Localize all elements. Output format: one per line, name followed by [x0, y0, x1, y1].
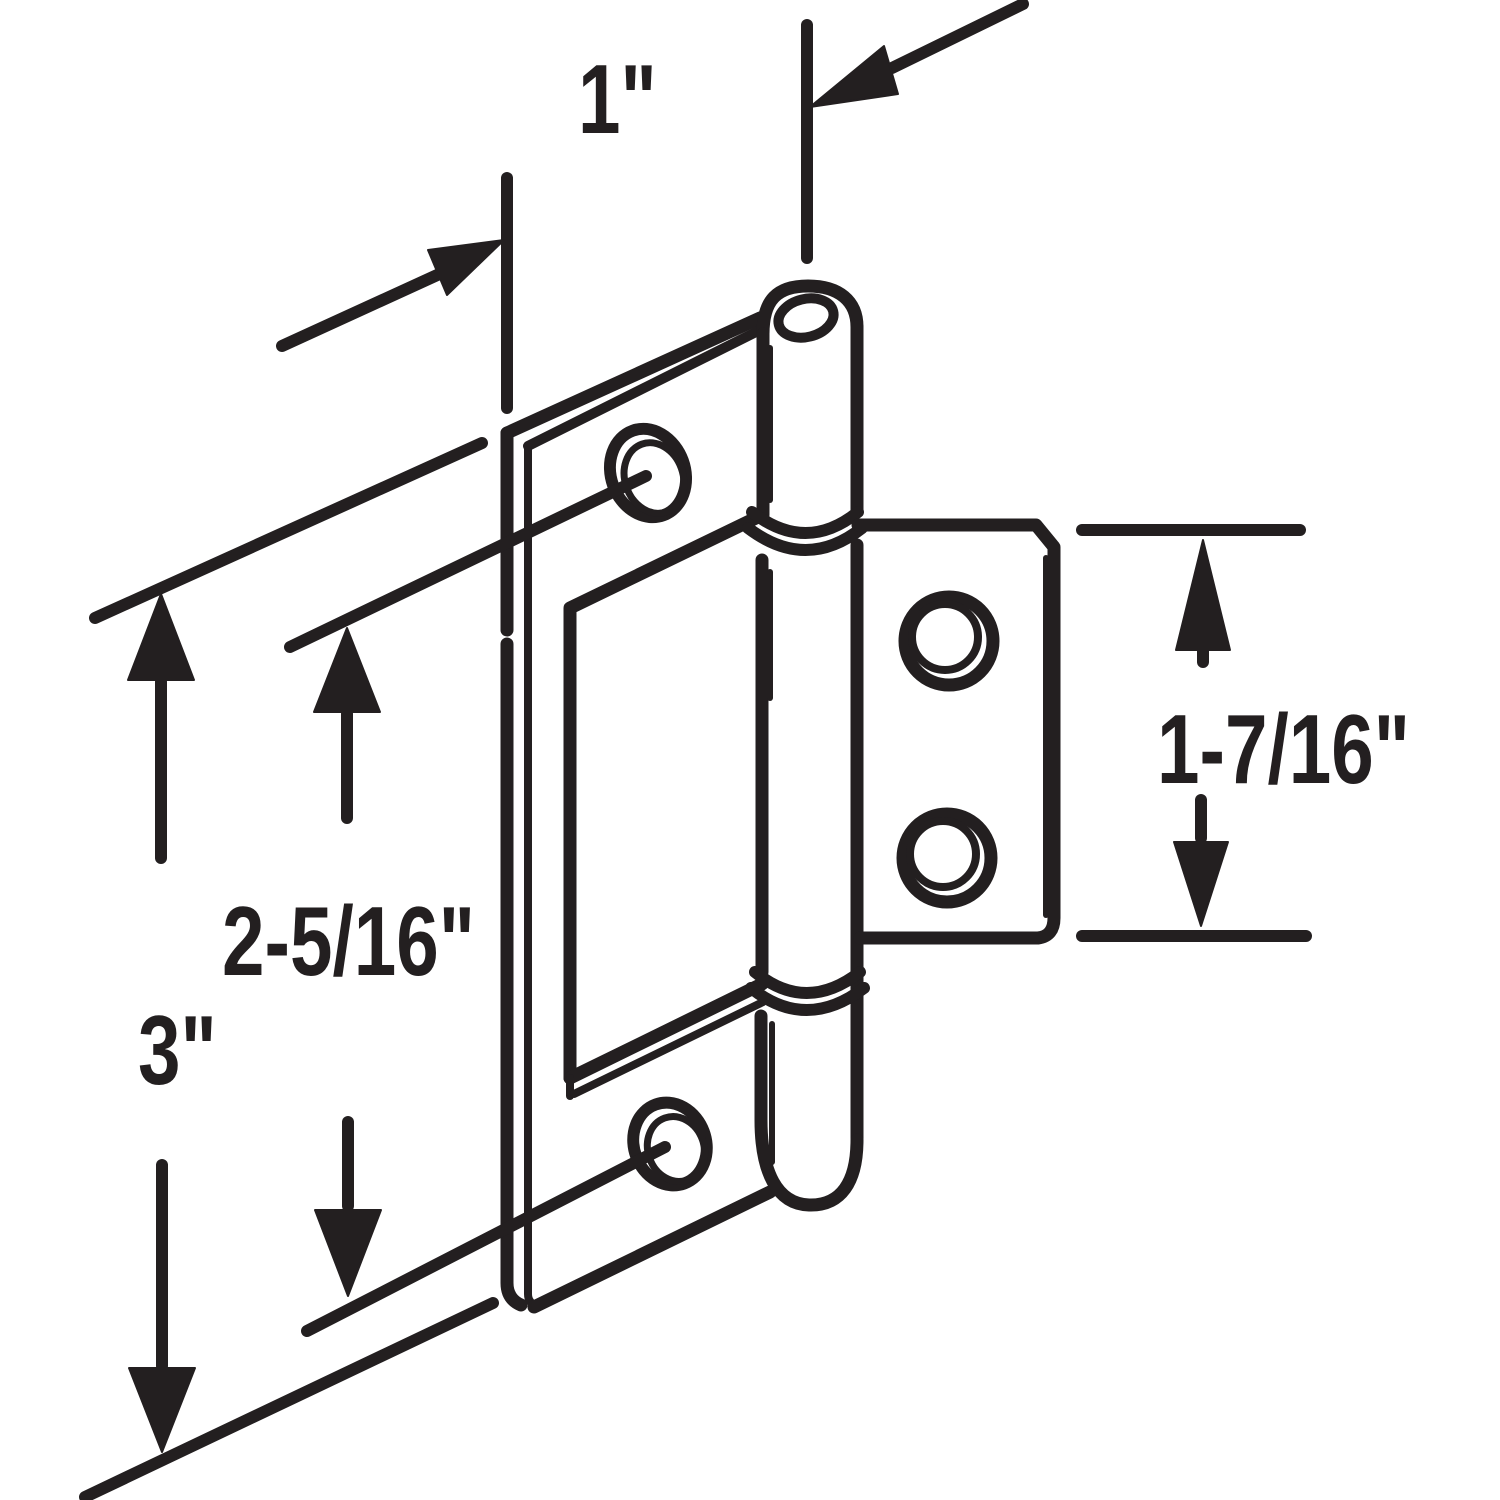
leader-to-top-corner	[89, 437, 488, 624]
cutout-bottom-shadow-line	[570, 998, 767, 1098]
dim-3in-up-arrowhead	[127, 593, 195, 681]
dim-1in-right-arrowhead	[809, 45, 899, 108]
long-leaf-front-edge	[524, 442, 541, 1310]
barrel-bottom	[754, 1009, 864, 1212]
dim-short-leaf-up-arrowhead	[1175, 539, 1231, 651]
long-leaf-top-edge-outer	[500, 311, 767, 440]
cutout-left-and-top-edge	[563, 509, 767, 1085]
leader-to-lower-hole	[301, 1141, 671, 1337]
dim-label-leaf-width: 1"	[578, 44, 657, 154]
dim-hole-spacing: 2-5/16"	[222, 627, 475, 1297]
dim-1in-left-arrow-shaft	[276, 265, 452, 352]
dim-short-leaf: 1-7/16"	[1076, 524, 1410, 942]
dim-label-hole-spacing: 2-5/16"	[222, 886, 475, 996]
hinge-barrel	[742, 279, 870, 1212]
barrel-lower-ring-1	[749, 966, 866, 999]
dim-leaf-width: 1"	[276, 0, 1029, 414]
dim-short-leaf-down-arrowhead	[1173, 841, 1229, 927]
dim-hole-spacing-up-arrowhead	[313, 627, 381, 713]
barrel-lower-ring-2	[745, 982, 870, 1016]
dim-label-long-leaf-length: 3"	[138, 995, 217, 1105]
dim-1in-right-arrow-shaft	[886, 0, 1029, 74]
short-leaf	[851, 518, 1061, 945]
barrel-pin-hole	[773, 293, 839, 343]
leader-to-bottom-corner	[79, 1297, 499, 1500]
short-leaf-upper-screw-hole	[898, 590, 1000, 692]
barrel-upper-ring-2	[742, 522, 868, 556]
dim-hole-spacing-down-arrowhead	[314, 1209, 382, 1297]
long-leaf-bottom-edge	[527, 1185, 777, 1314]
long-leaf-top-edge-inner	[523, 326, 763, 451]
barrel-top-cap	[756, 279, 864, 341]
short-leaf-lower-screw-hole-inner-ring	[906, 817, 980, 891]
leader-lines	[79, 437, 671, 1500]
cutout-bottom-edge	[563, 977, 769, 1085]
dim-label-short-leaf-length: 1-7/16"	[1157, 694, 1410, 804]
dim-3in-down-arrowhead	[128, 1367, 196, 1453]
long-leaf-outer-edge	[500, 426, 528, 1312]
short-leaf-outline	[851, 518, 1061, 945]
short-leaf-lower-screw-hole	[896, 807, 998, 909]
dim-long-leaf: 3"	[127, 593, 217, 1453]
dim-1in-left-arrowhead	[427, 239, 505, 296]
leader-to-upper-hole	[284, 470, 652, 653]
short-leaf-upper-screw-hole-inner-ring	[908, 600, 982, 674]
barrel-upper-ring-1	[746, 506, 864, 539]
